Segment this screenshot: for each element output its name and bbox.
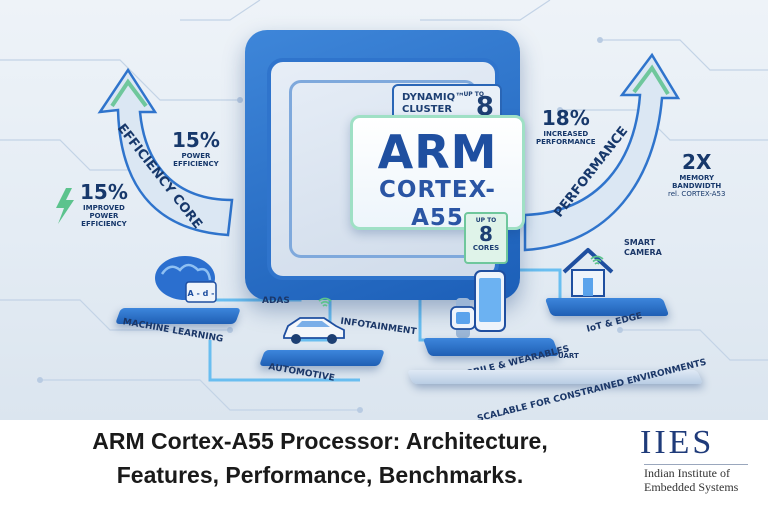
stat-performance: 18% INCREASED PERFORMANCE xyxy=(536,106,596,146)
brain-chip-text: A - d - xyxy=(188,289,215,298)
car-icon xyxy=(283,317,345,344)
stat-improved-label-3: EFFICIENCY xyxy=(81,220,127,228)
hero-illustration: EFFICIENCY CORE PERFORMANCE DYNAMIQ™ CLU… xyxy=(0,0,768,420)
cores-count: 8 xyxy=(479,222,493,246)
iies-logo: IIES xyxy=(640,424,715,461)
efficiency-arrow-tip-icon xyxy=(110,78,148,108)
dynamiq-count: 8 xyxy=(475,92,494,122)
stat-mem-ref: rel. CORTEX-A53 xyxy=(668,190,726,198)
stat-improved-label-2: POWER xyxy=(89,212,119,220)
efficiency-arrow xyxy=(97,67,234,237)
stat-perf-pct: 18% xyxy=(541,106,590,130)
chip-title: ARM xyxy=(377,125,498,179)
platform-iot-edge xyxy=(544,298,670,316)
cores-upto: UP TO xyxy=(475,217,497,224)
cores-label: CORES xyxy=(472,244,500,252)
headline-line-1: ARM Cortex-A55 Processor: Architecture, xyxy=(92,428,548,454)
smartwatch-icon xyxy=(450,298,476,338)
stat-power-label-2: EFFICIENCY xyxy=(173,160,219,168)
wifi-icon xyxy=(318,297,332,307)
logo-line-2: Embedded Systems xyxy=(644,480,739,494)
arrows-layer: EFFICIENCY CORE PERFORMANCE xyxy=(56,52,681,252)
stat-mem-value: 2X xyxy=(682,150,712,174)
stat-memory: 2X MEMORY BANDWIDTH rel. CORTEX-A53 xyxy=(668,150,725,198)
article-headline: ARM Cortex-A55 Processor: Architecture, … xyxy=(20,424,620,492)
dynamiq-line-2: CLUSTER xyxy=(402,104,453,115)
lightning-icon xyxy=(56,188,74,224)
stat-mem-label-1: MEMORY xyxy=(679,174,715,182)
chip-label-panel: ARM CORTEX-A55 xyxy=(350,115,525,231)
label-adas: ADAS xyxy=(262,296,290,306)
stat-perf-label-2: PERFORMANCE xyxy=(536,138,596,146)
brain-icon: A - d - xyxy=(155,256,217,303)
label-smart-camera: SMART CAMERA xyxy=(624,238,662,258)
chip-subtitle: CORTEX-A55 xyxy=(379,177,496,231)
stat-improved-label-1: IMPROVED xyxy=(83,204,125,212)
performance-arrow xyxy=(523,52,681,252)
stat-power-pct: 15% xyxy=(172,128,220,152)
label-smart-line-2: CAMERA xyxy=(624,248,662,257)
stat-improved: 15% IMPROVED POWER EFFICIENCY xyxy=(80,180,128,228)
camera-wifi-icon xyxy=(590,255,604,265)
stat-power: 15% POWER EFFICIENCY xyxy=(172,128,220,168)
label-smart-line-1: SMART xyxy=(624,238,656,247)
caption-bar: ARM Cortex-A55 Processor: Architecture, … xyxy=(0,420,768,511)
stat-improved-pct: 15% xyxy=(80,180,128,204)
dynamiq-line-1: DYNAMIQ™ xyxy=(402,92,466,103)
logo-divider xyxy=(644,464,748,465)
logo-line-1: Indian Institute of xyxy=(644,466,730,480)
stat-mem-label-2: BANDWIDTH xyxy=(672,182,722,190)
cores-tag: UP TO 8 CORES xyxy=(464,212,508,264)
headline-line-2: Features, Performance, Benchmarks. xyxy=(116,462,524,488)
performance-arrow-tip-icon xyxy=(632,64,670,96)
smartphone-icon xyxy=(474,270,506,332)
stat-perf-label-1: INCREASED xyxy=(543,130,589,138)
stat-power-label-1: POWER xyxy=(181,152,211,160)
label-uart: UART xyxy=(558,352,579,360)
logo-subtitle: Indian Institute of Embedded Systems xyxy=(644,466,764,494)
smart-home-icon xyxy=(562,248,614,297)
dynamiq-upto: UP TO xyxy=(463,91,484,98)
